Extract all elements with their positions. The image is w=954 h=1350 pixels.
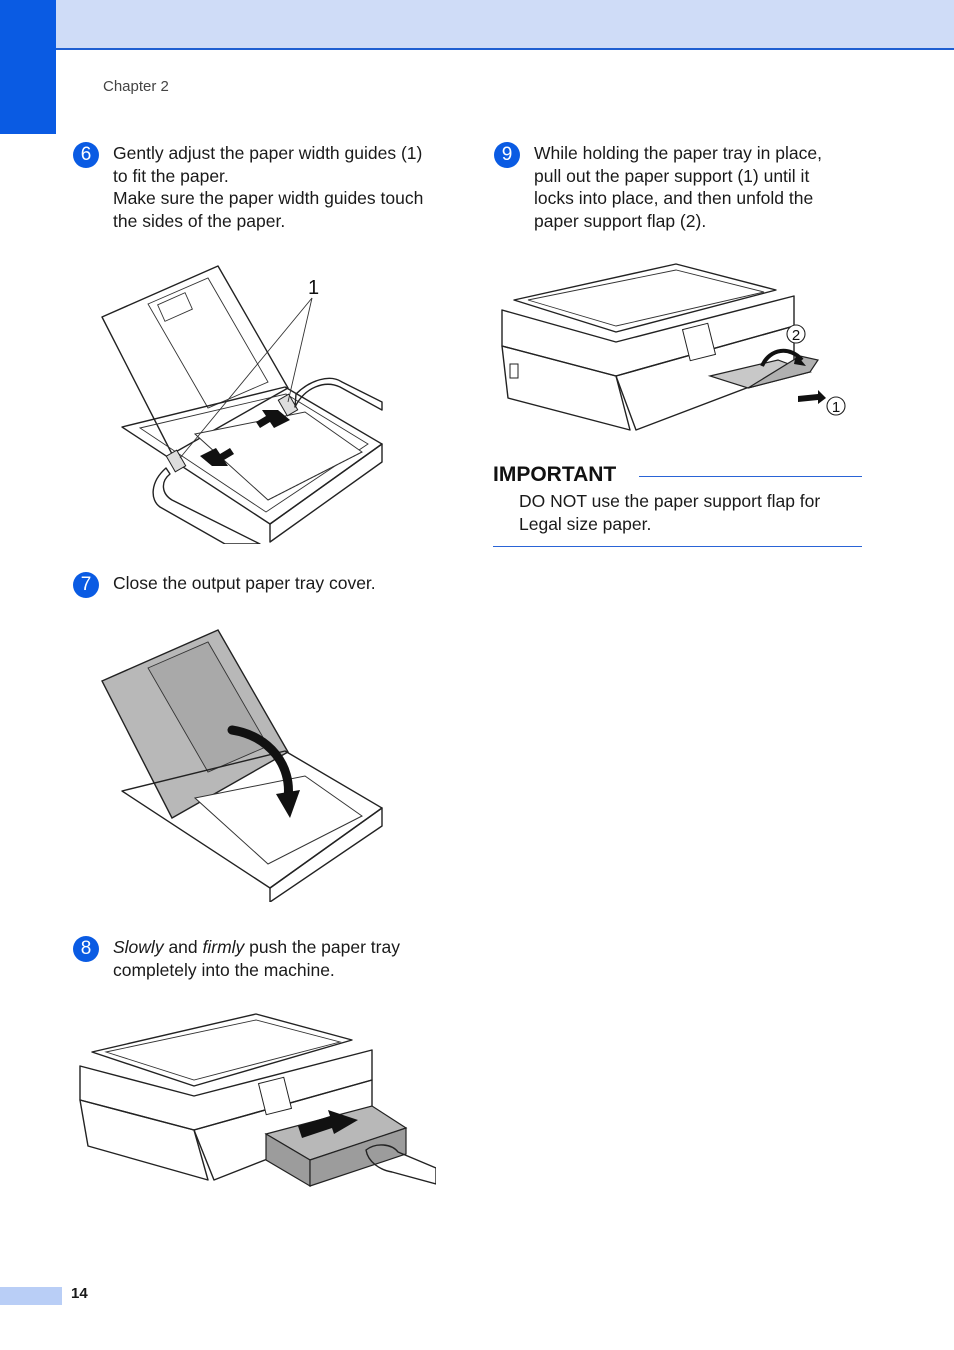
step-line: paper support flap (2). bbox=[534, 210, 707, 231]
important-rule-top bbox=[639, 476, 862, 477]
step-line: completely into the machine. bbox=[113, 959, 335, 980]
step-line: locks into place, and then unfold the bbox=[534, 188, 814, 208]
paper-support-illustration: 2 1 bbox=[501, 263, 846, 431]
step-number: 9 bbox=[494, 142, 520, 168]
header-band bbox=[0, 0, 954, 50]
step-text: While holding the paper tray in place, p… bbox=[534, 142, 874, 232]
step-line: While holding the paper tray in place, bbox=[534, 143, 822, 163]
step-text: Gently adjust the paper width guides (1)… bbox=[113, 142, 453, 232]
chapter-label: Chapter 2 bbox=[103, 78, 169, 95]
important-notice: IMPORTANT DO NOT use the paper support f… bbox=[493, 462, 862, 548]
emphasis-firmly: firmly bbox=[202, 937, 245, 957]
important-line: DO NOT use the paper support flap for bbox=[519, 491, 821, 511]
step-line: to fit the paper. bbox=[113, 165, 229, 186]
push-tray-illustration bbox=[79, 1013, 436, 1188]
step-line: the sides of the paper. bbox=[113, 210, 286, 231]
footer-tab bbox=[0, 1287, 62, 1305]
step-line: Slowly and firmly push the paper tray bbox=[113, 937, 400, 957]
step-line: Close the output paper tray cover. bbox=[113, 573, 376, 593]
tray-guides-illustration: 1 bbox=[101, 265, 383, 544]
important-title: IMPORTANT bbox=[493, 463, 617, 486]
chapter-side-tab bbox=[0, 0, 56, 134]
callout-2: 2 bbox=[792, 327, 800, 344]
step-number: 8 bbox=[73, 936, 99, 962]
close-cover-illustration bbox=[101, 629, 383, 902]
callout-1: 1 bbox=[308, 277, 319, 299]
step-number: 7 bbox=[73, 572, 99, 598]
step-line: pull out the paper support (1) until it bbox=[534, 165, 810, 186]
callout-1: 1 bbox=[832, 399, 840, 416]
step-line: Gently adjust the paper width guides (1) bbox=[113, 143, 423, 163]
step-number: 6 bbox=[73, 142, 99, 168]
emphasis-slowly: Slowly bbox=[113, 937, 164, 957]
important-rule-bottom bbox=[493, 546, 862, 547]
important-body: DO NOT use the paper support flap for Le… bbox=[519, 490, 859, 536]
page-number: 14 bbox=[71, 1285, 88, 1302]
step-line: Make sure the paper width guides touch bbox=[113, 188, 424, 208]
step-text: Close the output paper tray cover. bbox=[113, 572, 453, 595]
important-line: Legal size paper. bbox=[519, 514, 652, 534]
step-text: Slowly and firmly push the paper tray co… bbox=[113, 936, 453, 981]
